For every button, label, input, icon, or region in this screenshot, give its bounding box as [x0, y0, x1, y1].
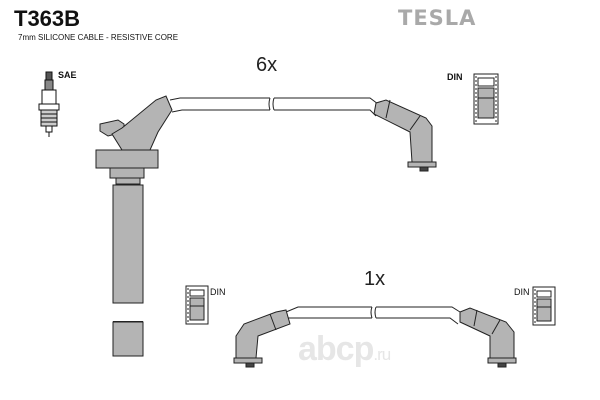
brand-logo: TESLA	[398, 6, 477, 30]
quantity-lower: 1x	[364, 268, 386, 290]
din-label-top-right: DIN	[447, 72, 463, 82]
din-terminal-icon-top-right	[473, 73, 499, 125]
part-number: T363B	[14, 6, 81, 31]
lower-cable-left-boot	[233, 309, 291, 368]
spark-plug-icon	[38, 71, 60, 137]
lower-cable-right-boot	[459, 307, 517, 368]
din-label-bottom-left: DIN	[210, 287, 226, 297]
din-terminal-icon-bottom-left	[185, 285, 209, 325]
watermark: abcp.ru	[298, 330, 391, 368]
cable-description: 7mm SILICONE CABLE - RESISTIVE CORE	[18, 33, 179, 42]
upper-cable-plug-boot	[373, 99, 437, 172]
upper-cable	[169, 97, 379, 117]
coil-boot	[95, 95, 173, 357]
din-terminal-icon-bottom-right	[532, 286, 556, 326]
sae-label: SAE	[58, 70, 77, 80]
lower-cable	[285, 306, 461, 325]
din-label-bottom-right: DIN	[514, 287, 530, 297]
quantity-upper: 6x	[256, 54, 278, 76]
